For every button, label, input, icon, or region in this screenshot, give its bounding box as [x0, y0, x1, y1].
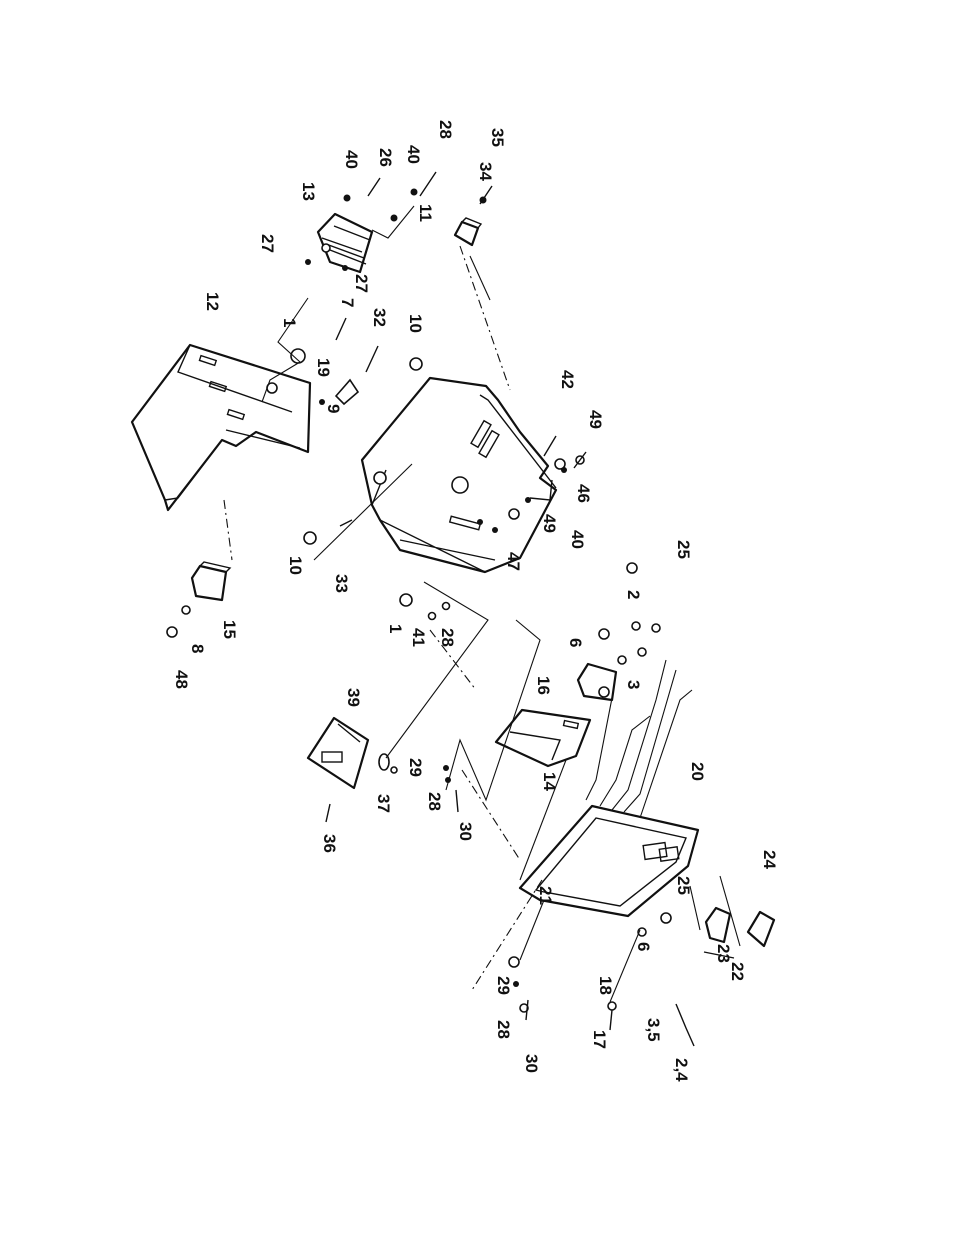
callout-25: 25	[674, 876, 693, 895]
callout-29: 29	[494, 976, 513, 995]
callout-34: 34	[476, 162, 495, 181]
callout-41: 41	[409, 628, 428, 647]
callout-30: 30	[522, 1054, 541, 1073]
callout-40: 40	[568, 530, 587, 549]
callout-48: 48	[172, 670, 191, 689]
top-cover-part-12	[132, 345, 310, 510]
callout-28: 28	[425, 792, 444, 811]
callout-30: 30	[456, 822, 475, 841]
callout-10: 10	[406, 314, 425, 333]
callout-26: 26	[376, 148, 395, 167]
switch-part-23	[706, 908, 730, 942]
callout-16: 16	[534, 676, 553, 695]
callout-27: 27	[258, 234, 277, 253]
capacitor-part-15	[192, 562, 230, 600]
callout-3-5: 3,5	[644, 1018, 663, 1042]
callout-28: 28	[436, 120, 455, 139]
callout-6: 6	[566, 638, 585, 647]
callout-20: 20	[688, 762, 707, 781]
transformer-part-16	[578, 664, 616, 700]
callout-40: 40	[404, 145, 423, 164]
callout-2-4: 2,4	[672, 1058, 691, 1082]
callout-7: 7	[338, 298, 357, 307]
callout-22: 22	[728, 962, 747, 981]
callout-28: 28	[438, 628, 457, 647]
callout-9: 9	[324, 404, 343, 413]
callout-35: 35	[488, 128, 507, 147]
callout-28: 28	[494, 1020, 513, 1039]
bracket-part-14	[496, 710, 590, 766]
callout-12: 12	[203, 292, 222, 311]
callout-40: 40	[342, 150, 361, 169]
callout-33: 33	[332, 574, 351, 593]
callout-labels: 26 40 28 40 35 34 13 27 27 11 12 1 7 32 …	[172, 120, 779, 1082]
callout-19: 19	[314, 358, 333, 377]
relay-part-11	[455, 218, 481, 245]
heat-sink-part-13	[318, 214, 372, 272]
callout-42: 42	[558, 370, 577, 389]
callout-49: 49	[540, 514, 559, 533]
callout-1: 1	[280, 318, 299, 327]
callout-14: 14	[540, 772, 559, 791]
assembly-lines	[224, 246, 542, 990]
callout-11: 11	[416, 204, 435, 222]
screws	[326, 172, 734, 1046]
callout-32: 32	[370, 308, 389, 327]
callout-18: 18	[596, 976, 615, 995]
switch-part-24	[748, 912, 774, 946]
callout-37: 37	[374, 794, 393, 813]
callout-47: 47	[504, 552, 523, 571]
callout-39: 39	[344, 688, 363, 707]
callout-10: 10	[286, 556, 305, 575]
callout-2: 2	[624, 590, 643, 599]
main-chassis	[362, 378, 556, 572]
callout-21: 21	[536, 886, 555, 905]
callout-15: 15	[220, 620, 239, 639]
callout-23: 23	[714, 944, 733, 963]
callout-29: 29	[406, 758, 425, 777]
circuit-board-part-39	[308, 718, 368, 788]
callout-1: 1	[386, 624, 405, 633]
callout-3: 3	[624, 680, 643, 689]
callout-24: 24	[760, 850, 779, 869]
callout-13: 13	[299, 182, 318, 201]
callout-17: 17	[590, 1030, 609, 1049]
callout-49: 49	[586, 410, 605, 429]
callout-25: 25	[674, 540, 693, 559]
callout-27: 27	[352, 274, 371, 293]
callout-36: 36	[320, 834, 339, 853]
callout-46: 46	[574, 484, 593, 503]
callout-6: 6	[634, 942, 653, 951]
callout-8: 8	[188, 644, 207, 653]
